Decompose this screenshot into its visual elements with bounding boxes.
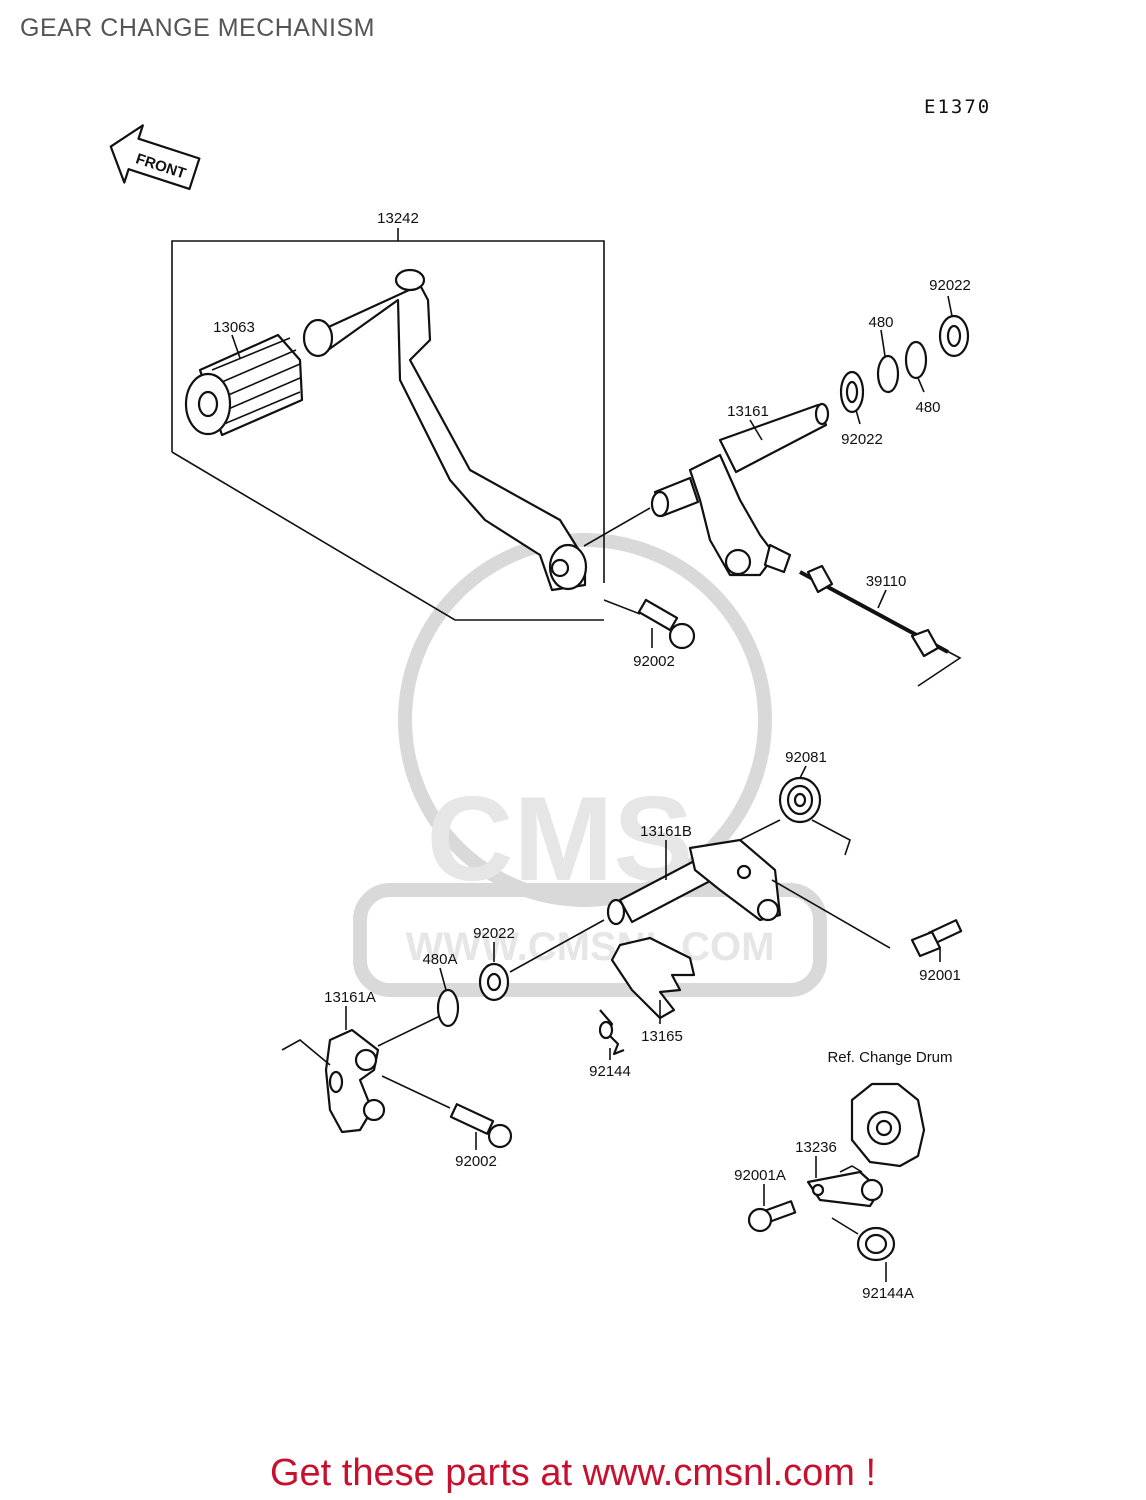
label-92001: 92001 [919,967,961,984]
watermark-mascot-outline [398,533,772,907]
label-13161: 13161 [727,403,769,420]
pedal-rubber [184,333,304,437]
spring-92144A [831,1217,896,1262]
bolt-92002-lower [449,1103,513,1149]
spring-92144 [598,1009,625,1056]
bolt-92001 [910,919,963,958]
page-title: GEAR CHANGE MECHANISM [20,14,375,42]
label-92144A: 92144A [862,1285,914,1302]
label-92001A: 92001A [734,1167,786,1184]
spring-92081 [778,776,851,856]
part-labels: 13242 13063 92022 480 480 13161 92022 39… [213,210,971,1302]
footer-cta-link[interactable]: Get these parts at www.cmsnl.com ! [269,1452,877,1494]
bolt-92001A [747,1200,797,1233]
lever-13236 [806,1165,884,1208]
assembly-bracket-13242 [171,228,605,621]
leader-lines [231,295,953,1282]
label-13236: 13236 [795,1139,837,1156]
shift-shaft-13161B [606,819,891,949]
washers-upper [839,314,970,414]
label-92002-lower: 92002 [455,1153,497,1170]
circlip-480-b [904,340,928,380]
label-92081: 92081 [785,749,827,766]
watermark-url: WWW.CMSNL.COM [406,925,775,969]
bolt-92002-upper [583,507,696,650]
diagram-code: E1370 [924,96,992,118]
label-480A: 480A [422,951,457,968]
plate-13165 [610,936,696,1020]
front-arrow-icon: FRONT [109,124,201,191]
circlip-480-a [876,354,900,394]
shift-pedal [302,268,588,592]
label-13165: 13165 [641,1028,683,1045]
label-92144: 92144 [589,1063,631,1080]
label-480-b: 480 [915,399,940,416]
label-13242: 13242 [377,210,419,227]
label-92022-a: 92022 [929,277,971,294]
label-92022-b: 92022 [841,431,883,448]
tie-rod-39110 [799,564,962,687]
circlip-480A [436,988,460,1028]
label-ref-change-drum: Ref. Change Drum [827,1049,952,1066]
watermark: CMS WWW.CMSNL.COM [353,533,827,997]
arm-13161A [281,1015,451,1134]
change-drum [850,1082,926,1168]
label-13063: 13063 [213,319,255,336]
label-13161A: 13161A [324,989,376,1006]
label-92002-upper: 92002 [633,653,675,670]
watermark-banner [353,883,827,997]
label-39110: 39110 [866,573,907,590]
washers-lower [436,919,605,1028]
label-480-a: 480 [868,314,893,331]
label-92022-c: 92022 [473,925,515,942]
shift-shaft-13161 [650,402,830,577]
label-13161B: 13161B [640,823,692,840]
